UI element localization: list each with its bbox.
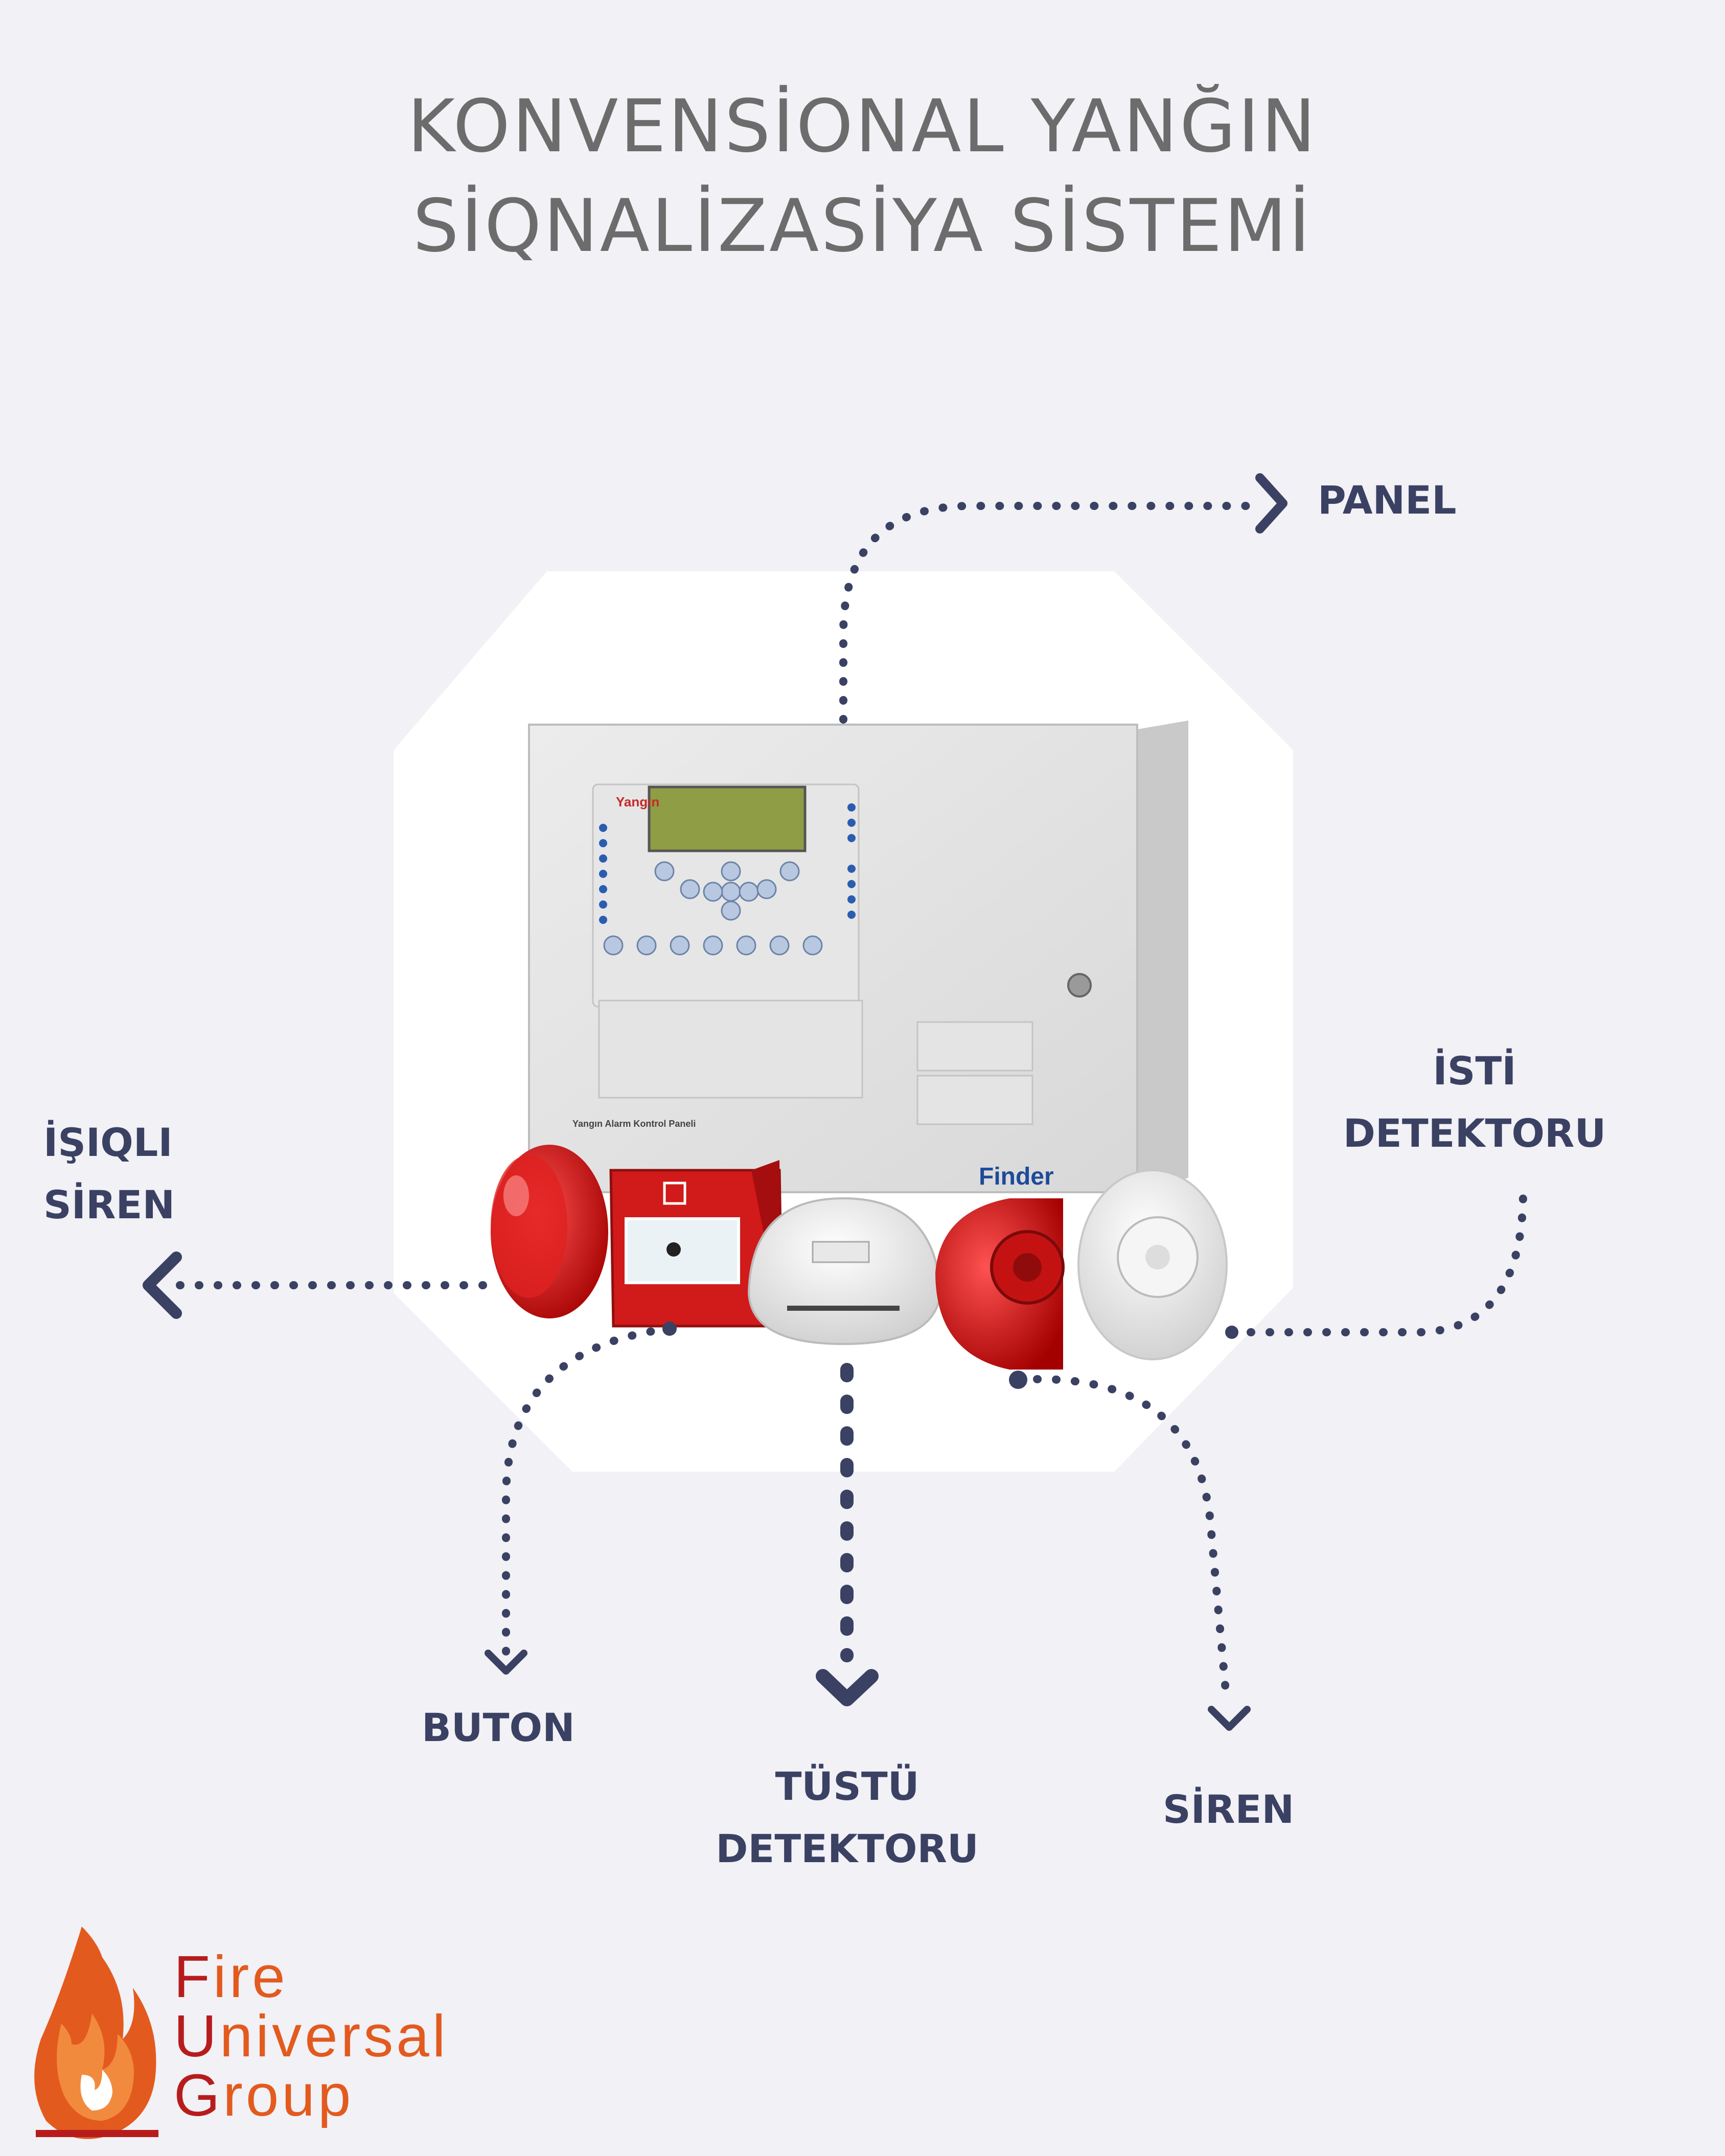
label-isiqli-siren: İŞIQLI SİREN bbox=[43, 1111, 175, 1236]
flame-logo-icon bbox=[34, 1927, 158, 2139]
company-logo-text: Fire Universal Group bbox=[174, 1947, 449, 2125]
smoke-detector-image bbox=[747, 1197, 942, 1346]
control-panel-image: Yangın Yangın Alarm Kontrol Paneli Finde… bbox=[528, 721, 1188, 1193]
arrow-to-panel-label bbox=[839, 502, 1261, 724]
arrow-to-siren-label bbox=[1014, 1375, 1231, 1706]
arrow-origin-dot-siren bbox=[1009, 1371, 1027, 1389]
arrowhead-panel bbox=[1255, 473, 1287, 534]
label-isti-line-1: İSTİ bbox=[1433, 1048, 1516, 1094]
page-title: KONVENSİONAL YANĞIN SİQNALİZASİYA SİSTEM… bbox=[0, 77, 1725, 276]
label-tustu-line-1: TÜSTÜ bbox=[775, 1764, 919, 1809]
label-buton-text: BUTON bbox=[422, 1705, 575, 1750]
label-tustu-line-2: DETEKTORU bbox=[716, 1826, 979, 1871]
panel-plate-text: Yangın Alarm Kontrol Paneli bbox=[572, 1119, 696, 1129]
arrow-origin-dot-buton bbox=[662, 1322, 677, 1336]
label-isti-detektoru: İSTİ DETEKTORU bbox=[1342, 1040, 1607, 1165]
panel-maker-text: Finder bbox=[979, 1163, 1054, 1190]
title-line-2: SİQNALİZASİYA SİSTEMİ bbox=[412, 184, 1313, 268]
logo-line-3: Group bbox=[174, 2062, 354, 2128]
label-panel-text: PANEL bbox=[1318, 477, 1457, 523]
wall-siren-image bbox=[935, 1198, 1065, 1370]
logo-line-1: Fire bbox=[174, 1943, 288, 2010]
label-siren: SİREN bbox=[1163, 1778, 1294, 1841]
arrowhead-isiqli-siren bbox=[143, 1251, 182, 1319]
arrow-origin-dot-isti bbox=[1225, 1326, 1238, 1339]
label-siren-text: SİREN bbox=[1163, 1787, 1295, 1832]
label-isti-line-2: DETEKTORU bbox=[1343, 1110, 1606, 1156]
label-buton: BUTON bbox=[422, 1697, 575, 1759]
label-isiqli-line-2: SİREN bbox=[43, 1182, 175, 1227]
arrowhead-tustu-detektoru bbox=[816, 1669, 879, 1706]
label-isiqli-line-1: İŞIQLI bbox=[43, 1120, 173, 1165]
label-tustu-detektoru: TÜSTÜ DETEKTORU bbox=[698, 1755, 997, 1880]
arrowhead-buton bbox=[485, 1650, 527, 1675]
panel-brand-text: Yangın bbox=[616, 794, 659, 809]
arrowhead-siren bbox=[1208, 1706, 1251, 1731]
label-panel: PANEL bbox=[1318, 469, 1457, 531]
arrow-to-isti-detektoru-label bbox=[1228, 1187, 1527, 1336]
title-line-1: KONVENSİONAL YANĞIN bbox=[407, 84, 1318, 169]
logo-line-2: Universal bbox=[174, 2003, 449, 2069]
beacon-siren-image bbox=[491, 1145, 608, 1318]
heat-detector-image bbox=[1077, 1169, 1228, 1360]
